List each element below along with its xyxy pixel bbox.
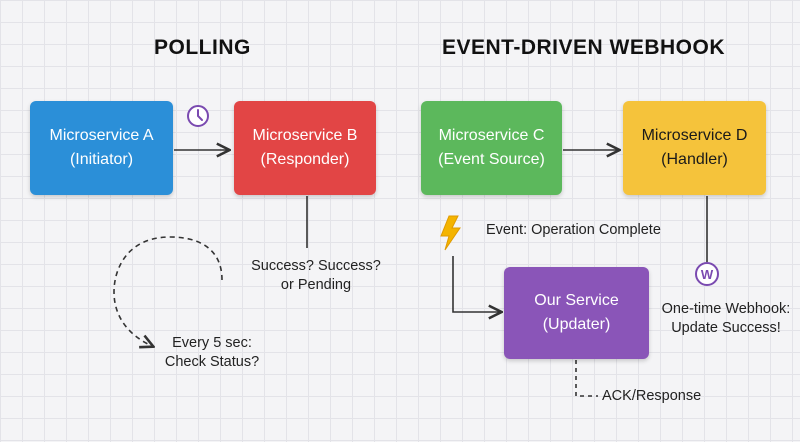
microservice-c-name: Microservice C [438,127,545,144]
webhook-badge-icon: W [695,262,719,286]
microservice-d-name: Microservice D [641,127,748,144]
polling-loop-arrow [113,236,223,346]
our-service-role: (Updater) [542,316,611,333]
ack-label: ACK/Response [602,388,702,404]
lightning-bolt-icon [440,215,461,251]
interval-label: Every 5 sec: Check Status? [164,335,260,370]
our-service-name: Our Service [534,292,619,309]
microservice-d-box: Microservice D (Handler) [623,101,766,195]
clock-icon [187,105,209,127]
microservice-a-name: Microservice A [49,127,154,144]
microservice-c-role: (Event Source) [438,151,545,168]
microservice-a-role: (Initiator) [69,151,134,168]
microservice-c-box: Microservice C (Event Source) [421,101,562,195]
event-label: Event: Operation Complete [486,222,661,238]
response-label: Success? Success? or Pending [251,258,381,293]
arrow-event-to-service [452,256,500,312]
microservice-b-role: (Responder) [260,151,350,168]
polling-title: POLLING [154,36,251,59]
our-service-box: Our Service (Updater) [504,267,649,359]
ack-dashed-line [575,360,598,397]
webhook-title: EVENT-DRIVEN WEBHOOK [442,36,726,59]
microservice-d-role: (Handler) [661,151,728,168]
webhook-badge-text: W [701,267,714,282]
microservice-b-name: Microservice B [252,127,358,144]
microservice-b-box: Microservice B (Responder) [234,101,376,195]
microservice-a-box: Microservice A (Initiator) [30,101,173,195]
webhook-label: One-time Webhook: Update Success! [661,301,791,336]
